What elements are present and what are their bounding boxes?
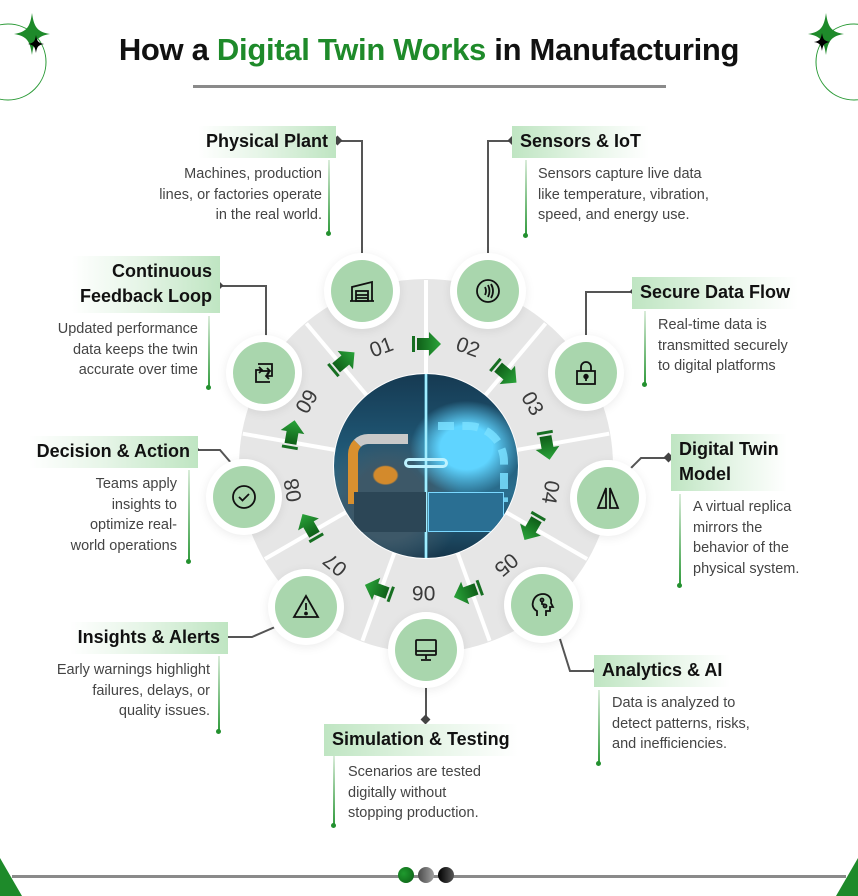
swap-arrows-icon	[255, 363, 273, 383]
corner-sparkle-decoration-right	[808, 13, 858, 101]
corner-sparkle-decoration-left	[0, 13, 50, 101]
step-number-04: 04	[536, 478, 564, 506]
page-title: How a Digital Twin Works in Manufacturin…	[118, 32, 740, 67]
node-sensors-iot	[457, 260, 519, 322]
lock-icon	[576, 361, 596, 385]
mirror-icon	[596, 487, 620, 509]
card-title: Physical Plant	[197, 126, 336, 158]
node-digital-twin-model	[577, 467, 639, 529]
footer-dots	[398, 867, 454, 883]
title-accent: Digital Twin Works	[216, 32, 486, 67]
node-simulation-testing	[395, 619, 457, 681]
ai-head-icon	[531, 593, 555, 616]
dot-black	[438, 867, 454, 883]
card-title: Decision & Action	[28, 436, 198, 468]
card-simulation-testing: Simulation & Testing Scenarios are teste…	[324, 724, 574, 824]
sensor-signal-icon	[476, 279, 500, 303]
node-decision-action	[213, 466, 275, 528]
card-title: Simulation & Testing	[324, 724, 518, 756]
node-analytics-ai	[511, 574, 573, 636]
node-continuous-feedback	[233, 342, 295, 404]
warning-icon	[292, 594, 320, 618]
dot-gray	[418, 867, 434, 883]
step-number-05: 05	[489, 548, 523, 581]
step-number-03: 03	[516, 387, 548, 420]
card-insights-alerts: Insights & Alerts Early warnings highlig…	[10, 622, 228, 722]
step-number-08: 08	[279, 476, 307, 504]
node-insights-alerts	[275, 576, 337, 638]
holographic-robot-arm	[438, 422, 508, 502]
digital-twin-center-image	[334, 374, 518, 558]
step-number-06: 06	[412, 581, 436, 604]
node-physical-plant	[331, 260, 393, 322]
step-number-09: 09	[291, 385, 324, 418]
card-title: Sensors & IoT	[512, 126, 650, 158]
step-number-07: 07	[319, 548, 352, 581]
card-title: Analytics & AI	[594, 655, 731, 687]
monitor-icon	[415, 639, 437, 661]
footer-triangle-right	[836, 858, 858, 896]
footer-triangle-left	[0, 858, 22, 896]
step-number-02: 02	[452, 332, 483, 363]
physical-robot-arm	[348, 434, 408, 504]
factory-icon	[350, 280, 374, 302]
card-title: Secure Data Flow	[632, 277, 799, 309]
check-circle-icon	[232, 485, 256, 509]
step-number-01: 01	[366, 332, 397, 363]
dot-green	[398, 867, 414, 883]
title-underline	[193, 85, 666, 88]
node-secure-data-flow	[555, 342, 617, 404]
chain-link	[404, 458, 448, 468]
card-title: Insights & Alerts	[69, 622, 228, 654]
